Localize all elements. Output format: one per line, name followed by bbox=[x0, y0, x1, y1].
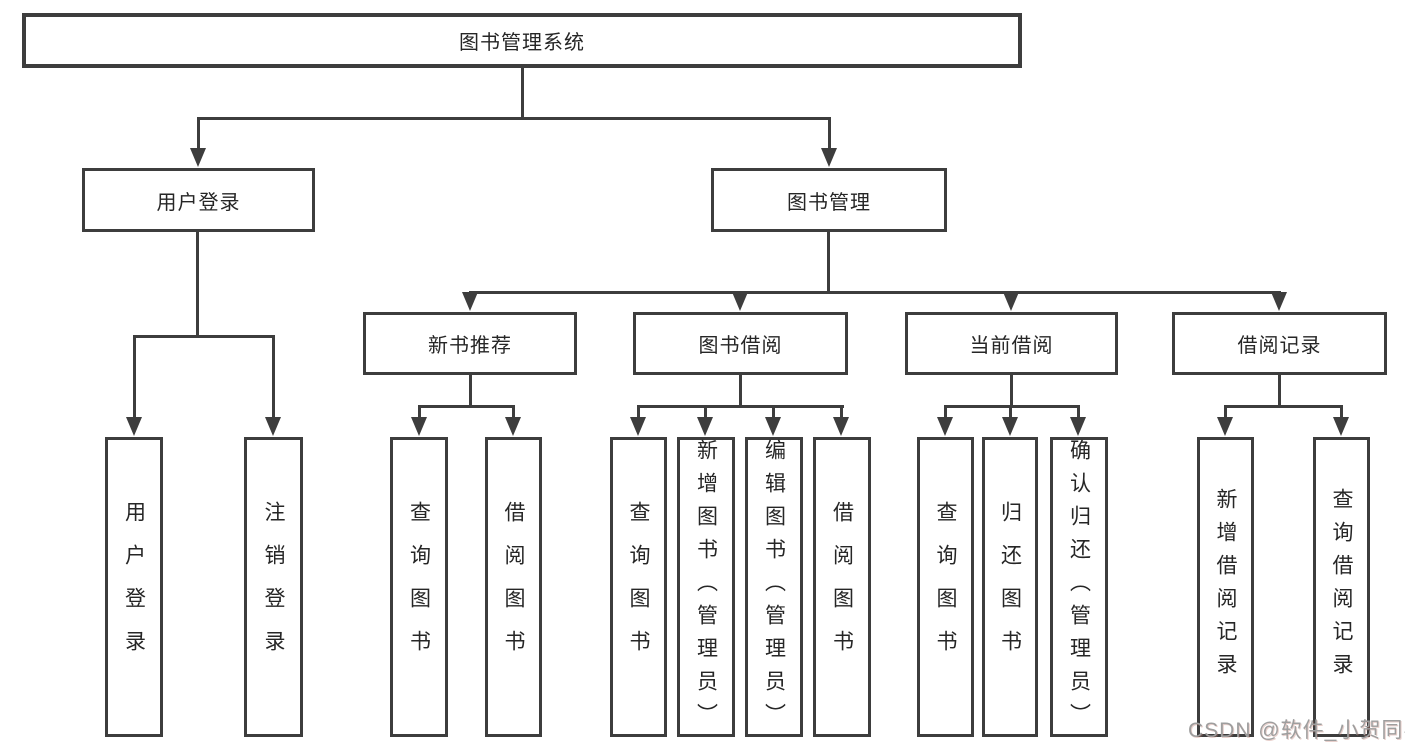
connector-line bbox=[197, 117, 830, 120]
arrow-down-icon bbox=[1002, 417, 1018, 436]
connector-line bbox=[197, 117, 200, 149]
connector-line bbox=[469, 375, 472, 408]
arrow-down-icon bbox=[126, 417, 142, 436]
node-label: 查询图书 bbox=[934, 501, 957, 673]
leaf-borrow-query-book: 查询图书 bbox=[610, 437, 667, 737]
leaf-borrow-book: 借阅图书 bbox=[813, 437, 871, 737]
leaf-current-query-book: 查询图书 bbox=[917, 437, 974, 737]
leaf-logout: 注销登录 bbox=[244, 437, 303, 737]
csdn-watermark: CSDN @软件_小贺同学 bbox=[1188, 719, 1405, 742]
node-label: 图书借阅 bbox=[698, 335, 783, 357]
connector-line bbox=[944, 405, 947, 420]
node-label: 借阅图书 bbox=[502, 501, 525, 673]
arrow-down-icon bbox=[765, 417, 781, 436]
arrow-down-icon bbox=[630, 417, 646, 436]
node-new-book-recommend: 新书推荐 bbox=[363, 312, 577, 375]
connector-line bbox=[1278, 375, 1281, 408]
connector-line bbox=[1077, 405, 1080, 420]
node-label: 图书管理 bbox=[787, 191, 871, 214]
node-book-borrow: 图书借阅 bbox=[633, 312, 848, 375]
connector-line bbox=[521, 68, 524, 118]
connector-line bbox=[1224, 405, 1343, 408]
arrow-down-icon bbox=[833, 417, 849, 436]
connector-line bbox=[944, 405, 1080, 408]
leaf-user-login: 用户登录 bbox=[105, 437, 163, 737]
node-label: 查询图书 bbox=[407, 501, 431, 673]
arrow-down-icon bbox=[265, 417, 281, 436]
node-label: 图书管理系统 bbox=[459, 32, 585, 54]
node-label: 新书推荐 bbox=[428, 335, 512, 357]
node-label: 归还图书 bbox=[998, 501, 1022, 673]
arrow-down-icon bbox=[505, 417, 521, 436]
arrow-down-icon bbox=[1070, 417, 1086, 436]
arrow-down-icon bbox=[821, 148, 837, 167]
connector-line bbox=[512, 405, 515, 420]
node-label: 用户登录 bbox=[122, 501, 146, 673]
arrow-down-icon bbox=[411, 417, 427, 436]
connector-line bbox=[1340, 405, 1343, 420]
connector-line bbox=[418, 405, 421, 420]
arrow-down-icon bbox=[190, 148, 206, 167]
connector-line bbox=[133, 335, 136, 419]
node-label: 借阅图书 bbox=[830, 501, 854, 673]
node-label: 编辑图书（管理员） bbox=[762, 438, 786, 736]
connector-line bbox=[1224, 405, 1227, 420]
connector-line bbox=[1009, 405, 1012, 420]
leaf-add-book-admin: 新增图书（管理员） bbox=[677, 437, 735, 737]
node-label: 注销登录 bbox=[262, 501, 285, 673]
node-borrow-records: 借阅记录 bbox=[1172, 312, 1387, 375]
arrow-down-icon bbox=[1217, 417, 1233, 436]
leaf-add-borrow-record: 新增借阅记录 bbox=[1197, 437, 1254, 737]
node-label: 当前借阅 bbox=[969, 335, 1054, 357]
connector-line bbox=[704, 405, 707, 420]
connector-line bbox=[772, 405, 775, 420]
connector-line bbox=[1010, 375, 1013, 408]
node-label: 借阅记录 bbox=[1237, 335, 1322, 357]
node-label: 查询借阅记录 bbox=[1330, 488, 1353, 686]
arrow-down-icon bbox=[1271, 292, 1287, 311]
node-root-system: 图书管理系统 bbox=[22, 13, 1022, 68]
leaf-return-book: 归还图书 bbox=[982, 437, 1038, 737]
leaf-edit-book-admin: 编辑图书（管理员） bbox=[745, 437, 803, 737]
connector-line bbox=[637, 405, 640, 420]
leaf-confirm-return-admin: 确认归还（管理员） bbox=[1050, 437, 1108, 737]
connector-line bbox=[469, 291, 1281, 294]
arrow-down-icon bbox=[1003, 292, 1019, 311]
connector-line bbox=[418, 405, 515, 408]
node-label: 查询图书 bbox=[627, 501, 650, 673]
leaf-query-borrow-record: 查询借阅记录 bbox=[1313, 437, 1370, 737]
connector-line bbox=[272, 335, 275, 419]
arrow-down-icon bbox=[697, 417, 713, 436]
node-book-management: 图书管理 bbox=[711, 168, 947, 232]
connector-line bbox=[828, 117, 831, 149]
connector-line bbox=[196, 232, 199, 338]
connector-line bbox=[133, 335, 275, 338]
leaf-recommend-query-book: 查询图书 bbox=[390, 437, 448, 737]
arrow-down-icon bbox=[462, 292, 478, 311]
arrow-down-icon bbox=[732, 292, 748, 311]
connector-line bbox=[637, 405, 844, 408]
node-label: 用户登录 bbox=[156, 191, 241, 214]
node-current-borrow: 当前借阅 bbox=[905, 312, 1118, 375]
leaf-recommend-borrow-book: 借阅图书 bbox=[485, 437, 542, 737]
connector-line bbox=[827, 232, 830, 293]
node-label: 新增借阅记录 bbox=[1214, 488, 1237, 686]
arrow-down-icon bbox=[1333, 417, 1349, 436]
connector-line bbox=[840, 405, 843, 420]
connector-line bbox=[739, 375, 742, 408]
node-label: 新增图书（管理员） bbox=[694, 438, 718, 736]
node-label: 确认归还（管理员） bbox=[1067, 438, 1091, 736]
node-user-login: 用户登录 bbox=[82, 168, 315, 232]
arrow-down-icon bbox=[937, 417, 953, 436]
